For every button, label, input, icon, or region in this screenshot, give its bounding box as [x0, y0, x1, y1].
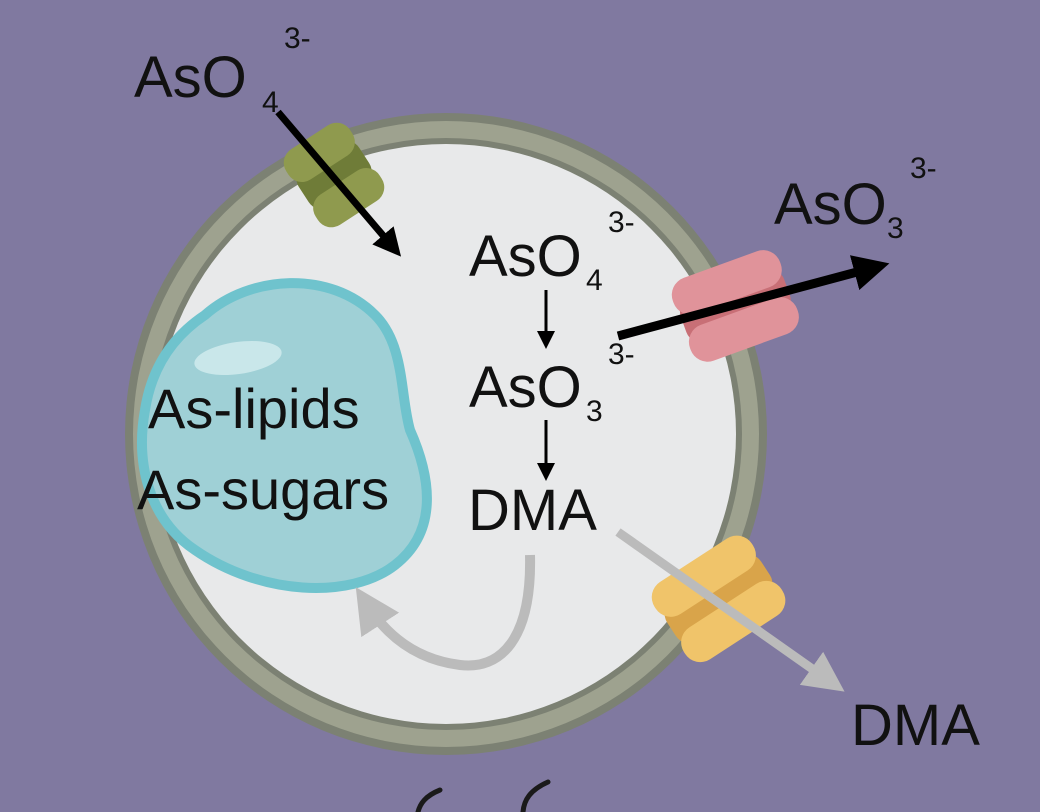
outside-dma-label: DMA [851, 693, 980, 758]
inside-dma-label: DMA [468, 478, 597, 543]
svg-text:AsO: AsO [469, 355, 582, 420]
vacuole-label-sugars: As-sugars [137, 458, 389, 521]
svg-text:3-: 3- [284, 22, 311, 55]
flagellum-right [520, 779, 551, 812]
svg-text:AsO: AsO [469, 224, 582, 289]
svg-text:3-: 3- [910, 152, 937, 185]
svg-text:4: 4 [586, 264, 603, 297]
dma-to-vacuole-arrow [355, 554, 536, 671]
outside-arsenate-label: AsO 4 3- [134, 22, 311, 119]
svg-text:AsO: AsO [774, 172, 887, 237]
inside-arsenite-label: AsO 3 3- [469, 338, 635, 428]
svg-text:4: 4 [262, 86, 279, 119]
outside-arsenite-label: AsO 3 3- [774, 152, 937, 245]
svg-text:3-: 3- [608, 206, 635, 239]
arsenite-efflux-arrow [616, 255, 890, 341]
vacuole-label-lipids: As-lipids [148, 377, 360, 440]
svg-text:3: 3 [586, 395, 603, 428]
dma-efflux-arrow [615, 528, 845, 692]
svg-text:AsO: AsO [134, 45, 247, 110]
vacuole-highlight [194, 341, 282, 375]
svg-text:3-: 3- [608, 338, 635, 371]
svg-text:3: 3 [887, 212, 904, 245]
flagellum-left [415, 787, 443, 812]
vacuole: As-lipids As-sugars [137, 278, 432, 593]
inside-arsenate-label: AsO 4 3- [469, 206, 635, 297]
arsenate-uptake-arrow [275, 109, 402, 257]
